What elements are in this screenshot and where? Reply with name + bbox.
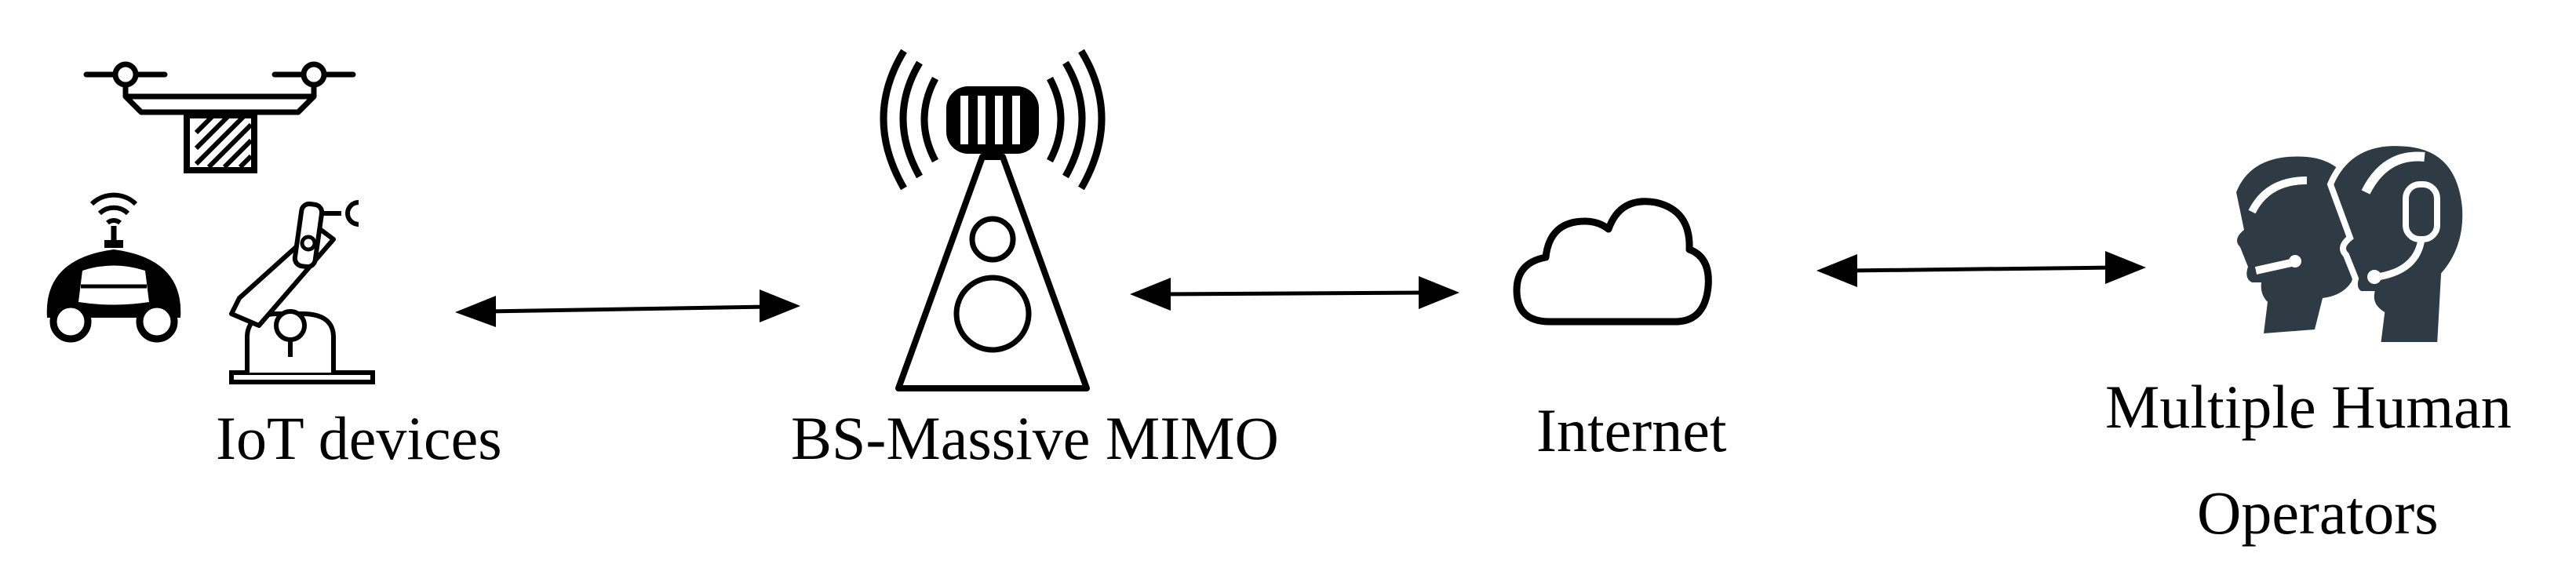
autonomous-car-icon — [46, 192, 181, 343]
drone-icon — [83, 61, 356, 173]
headset-operators-icon — [2236, 140, 2469, 348]
internet-node — [1510, 188, 1714, 329]
cloud-icon — [1513, 198, 1712, 326]
iot-devices-label: IoT devices — [216, 404, 502, 472]
iot-devices-node — [31, 47, 392, 384]
bs-massive-mimo-node — [863, 31, 1122, 408]
robotic-arm-icon — [229, 200, 375, 384]
arrow-iot-bs — [455, 289, 800, 327]
human-operators-label-line2: Operators — [2197, 479, 2439, 547]
cell-tower-icon — [880, 49, 1106, 391]
internet-label: Internet — [1536, 396, 1727, 464]
bs-massive-mimo-label: BS-Massive MIMO — [791, 404, 1279, 472]
human-operators-node — [2221, 137, 2479, 353]
human-operators-label-line1: Multiple Human — [2105, 373, 2512, 441]
arrow-bs-internet — [1130, 276, 1459, 311]
arrow-internet-operators — [1816, 251, 2146, 287]
